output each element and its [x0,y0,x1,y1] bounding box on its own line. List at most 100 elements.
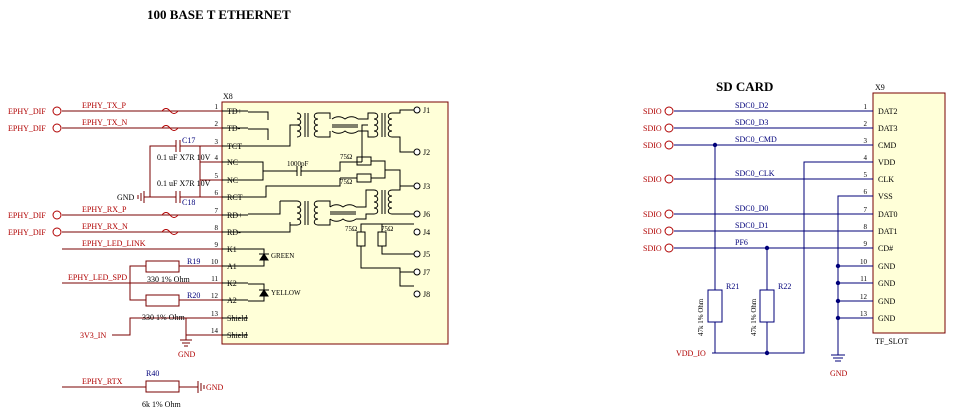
x9-pin-name: GND [878,279,896,288]
net-vdd-io: VDD_IO [676,349,706,358]
x9-pin-number: 7 [864,206,868,214]
sd-port-icon [664,243,674,253]
jack-j4: J4 [413,228,430,237]
sd-port-label: SDIO [643,210,662,219]
jack-j5: J5 [413,250,430,259]
eth-port-3: EPHY_DIF [8,210,62,220]
r21-value: 47k 1% Ohm [697,298,705,336]
sd-port-1: SDIO [643,106,674,116]
net-rx-p: EPHY_RX_P [82,205,127,214]
c17-value: 0.1 uF X7R 10V [157,153,211,162]
jack-j7: J7 [413,268,430,277]
r40-ref: R40 [146,369,159,378]
eth-port-3-label: EPHY_DIF [8,211,46,220]
gnd-label-1: GND [117,193,135,202]
x8-pin-number: 3 [215,138,219,146]
r20-value: 330 1% Ohm [142,313,185,322]
eth-port-1-icon [52,106,62,116]
net-pf6: PF6 [735,238,748,247]
eth-port-2-icon [52,123,62,133]
jack-label: J7 [423,268,430,277]
x8-pin-number: 6 [215,189,219,197]
jack-label: J1 [423,106,430,115]
r20-ref: R20 [187,291,200,300]
eth-port-4-label: EPHY_DIF [8,228,46,237]
x9-pin-number: 10 [860,258,868,266]
x9-pin-name: GND [878,262,896,271]
x9-pin-name: GND [878,314,896,323]
jack-j3: J3 [413,182,430,191]
net-tx-n: EPHY_TX_N [82,118,128,127]
x9-pin-name: DAT2 [878,107,898,116]
c18-value: 0.1 uF X7R 10V [157,179,211,188]
sd-port-label: SDIO [643,175,662,184]
sd-port-2: SDIO [643,123,674,133]
x9-pin-name: VDD [878,158,896,167]
x8-r75-d: 75Ω [381,225,393,233]
eth-port-2-label: EPHY_DIF [8,124,46,133]
jack-j2: J2 [413,148,430,157]
x9-pin-name: DAT3 [878,124,898,133]
sd-port-label: SDIO [643,124,662,133]
eth-port-4: EPHY_DIF [8,227,62,237]
x9-pin-name: DAT0 [878,210,898,219]
sd-port-icon [664,123,674,133]
x8-pin-number: 10 [211,258,219,266]
x9-pin-number: 1 [864,103,868,111]
sd-junctions [712,142,841,356]
x9-body [872,92,946,334]
x8-cap-1000pf: 1000pF [287,160,309,168]
x8-pin-number: 14 [211,327,219,335]
x8-pin-number: 7 [215,207,219,215]
r40-value: 6k 1% Ohm [142,400,181,409]
eth-port-3-icon [52,210,62,220]
sd-port-icon [664,226,674,236]
net-sdc0-d3: SDC0_D3 [735,118,768,127]
r19-ref: R19 [187,257,200,266]
jack-j1: J1 [413,106,430,115]
sd-port-4: SDIO [643,174,674,184]
eth-port-1: EPHY_DIF [8,106,62,116]
x9-pin-number: 3 [864,137,868,145]
x8-pin-number: 13 [211,310,219,318]
sd-port-5: SDIO [643,209,674,219]
net-sdc0-clk: SDC0_CLK [735,169,775,178]
sd-port-icon [664,209,674,219]
x8-led-green: GREEN [271,252,294,260]
x8-pin-number: 11 [211,275,218,283]
net-led-spd: EPHY_LED_SPD [68,273,127,282]
sd-port-7: SDIO [643,243,674,253]
sd-port-6: SDIO [643,226,674,236]
sd-port-group: SDIO SDIO SDIO SDIO SDIO SDIO SDIO [643,106,674,253]
net-led-link: EPHY_LED_LINK [82,239,146,248]
sd-port-label: SDIO [643,227,662,236]
x8-pin-number: 1 [215,103,219,111]
eth-wires [62,110,222,393]
x9-pin-number: 6 [864,188,868,196]
x9-pin-number: 11 [860,275,867,283]
r19-value: 330 1% Ohm [147,275,190,284]
x9-pin-name: CLK [878,175,894,184]
x9-pin-number: 4 [864,154,868,162]
x8-pin-number: 12 [211,292,219,300]
x9-pin-number: 5 [864,171,868,179]
sd-port-label: SDIO [643,141,662,150]
x9-pin-number: 12 [860,293,868,301]
eth-diffpair-markers [161,108,179,235]
sd-port-icon [664,174,674,184]
x9-pin-number: 8 [864,223,868,231]
x9-pin-name: VSS [878,192,893,201]
ethernet-title: 100 BASE T ETHERNET [147,7,291,22]
eth-gnd-symbols [137,191,205,393]
sd-gnd-label: GND [830,369,848,378]
jack-label: J2 [423,148,430,157]
sdcard-title: SD CARD [716,79,773,94]
x9-pin-number: 13 [860,310,868,318]
eth-port-2: EPHY_DIF [8,123,62,133]
c18-ref: C18 [182,198,195,207]
